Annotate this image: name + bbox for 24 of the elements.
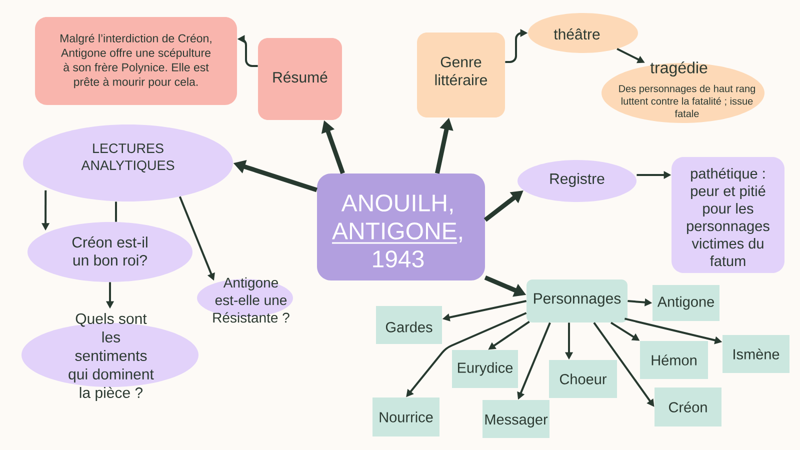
box: Gardes bbox=[376, 306, 442, 344]
oval: théâtre bbox=[528, 13, 638, 53]
oval: Créon est-il un bon roi? bbox=[28, 222, 192, 282]
note-box: Malgré l’interdiction de Créon, Antigone offre une scépulture à son frère Polynice. Elle est prête à mourir pour cela. bbox=[35, 17, 237, 105]
central-box: ANOUILH, ANTIGONE, 1943 bbox=[317, 174, 485, 280]
box: Ismène bbox=[722, 335, 790, 373]
oval: Quels sont les sentiments qui dominent la pièce ? bbox=[22, 313, 198, 401]
box: Messager bbox=[482, 400, 550, 438]
rounded-box: Genre littéraire bbox=[417, 32, 505, 118]
rounded-box: pathétique : peur et pitié pour les personnages victimes du fatum bbox=[672, 157, 784, 273]
oval: tragédie Des personnages de haut rang luttent contre la fatalité ; issue fatale bbox=[602, 61, 764, 123]
box: Hémon bbox=[640, 341, 708, 379]
rounded-box: Personnages bbox=[526, 280, 628, 322]
oval: Antigone est-elle une Résistante ? bbox=[197, 277, 293, 323]
box: Créon bbox=[654, 388, 722, 426]
box: Choeur bbox=[549, 360, 617, 398]
node-label: la pièce ? bbox=[80, 386, 143, 401]
box: Nourrice bbox=[372, 398, 440, 436]
box: Antigone bbox=[652, 285, 720, 321]
oval: LECTURES ANALYTIQUES bbox=[23, 124, 233, 202]
connector-line bbox=[115, 202, 117, 222]
rounded-box: Résumé bbox=[258, 38, 342, 120]
box: Eurydice bbox=[452, 350, 518, 388]
oval: Registre bbox=[518, 160, 636, 202]
